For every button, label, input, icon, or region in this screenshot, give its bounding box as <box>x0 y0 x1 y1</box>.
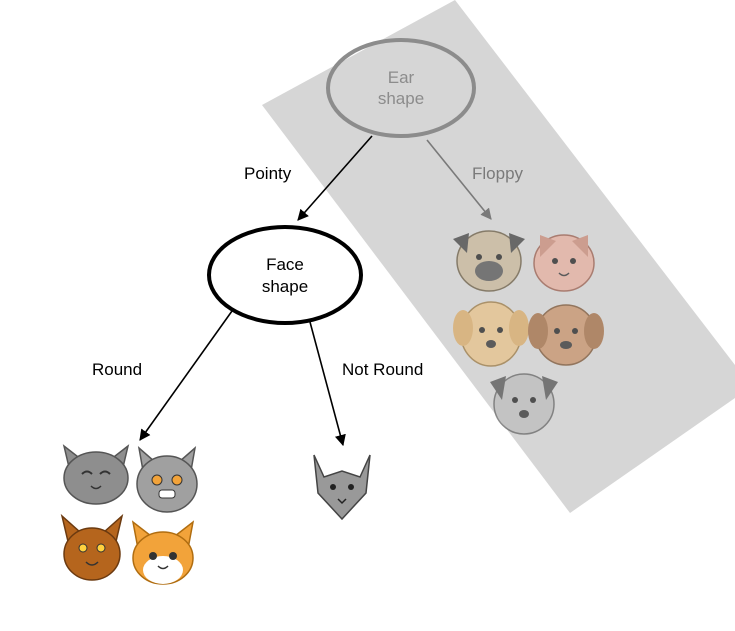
tan-dog-icon <box>453 301 529 367</box>
face-shape-node: Face shape <box>207 225 363 325</box>
gray-pointy-cat-icon <box>313 454 371 521</box>
gray-cat-icon <box>136 446 198 513</box>
gray-cat-icon <box>62 444 130 505</box>
brown-cat-icon <box>60 513 124 581</box>
pug-dog-icon <box>453 230 525 292</box>
edge-not-round <box>309 321 346 447</box>
root-node-label-line2: shape <box>378 89 424 108</box>
edge-label-floppy: Floppy <box>472 164 524 183</box>
edge-round <box>139 310 233 441</box>
orange-white-cat-icon <box>131 520 195 585</box>
edge-label-not-round: Not Round <box>342 360 423 379</box>
gray-dog-icon <box>490 373 558 435</box>
edge-label-pointy: Pointy <box>244 164 292 183</box>
pink-dog-icon <box>533 234 595 292</box>
brown-dog-icon <box>528 304 604 366</box>
face-node-label-line1: Face <box>266 255 304 274</box>
face-node-label-line2: shape <box>262 277 308 296</box>
root-node-label-line1: Ear <box>388 68 415 87</box>
edge-label-round: Round <box>92 360 142 379</box>
root-node: Ear shape <box>326 38 476 138</box>
edge-floppy <box>426 139 492 220</box>
edge-pointy <box>297 135 373 221</box>
